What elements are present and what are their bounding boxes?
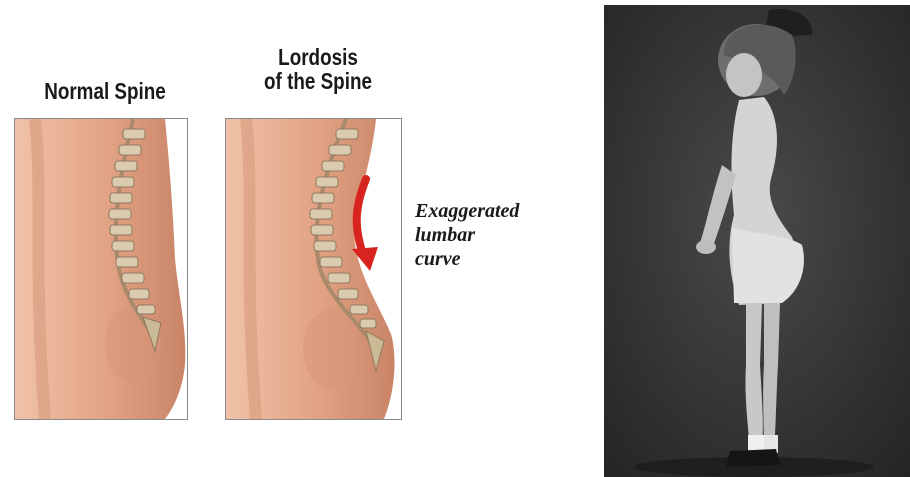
caption-line2: lumbar <box>415 223 519 247</box>
lordosis-title-line2: of the Spine <box>244 69 392 93</box>
caption-line3: curve <box>415 247 519 271</box>
lordosis-title: Lordosis of the Spine <box>244 45 392 93</box>
normal-spine-title: Normal Spine <box>35 79 174 103</box>
caption-line1: Exaggerated <box>415 199 519 223</box>
normal-spine-illustration <box>14 118 188 420</box>
child-lordosis-photo <box>604 5 910 477</box>
lordosis-illustration <box>225 118 402 420</box>
lordosis-title-line1: Lordosis <box>244 45 392 69</box>
exaggerated-lumbar-curve-caption: Exaggerated lumbar curve <box>415 199 519 271</box>
